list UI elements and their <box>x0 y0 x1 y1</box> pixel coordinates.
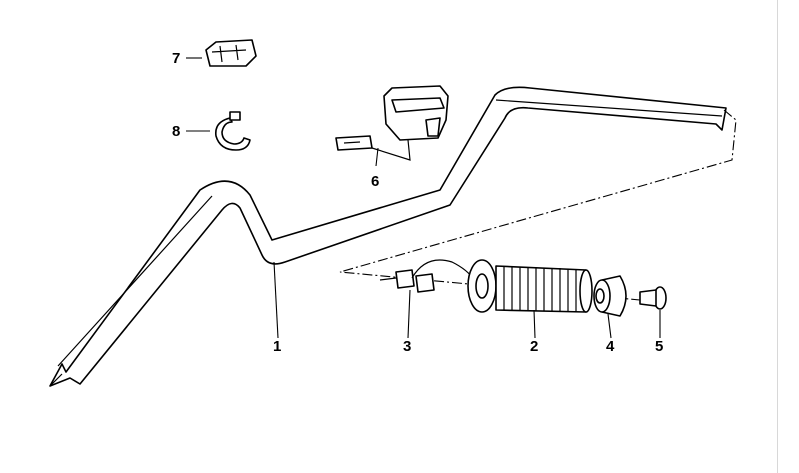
connector-plug <box>205 39 257 67</box>
assembly-axis-lines <box>339 109 737 301</box>
callout-1: 1 <box>273 338 281 355</box>
grip <box>467 259 593 313</box>
leader-4 <box>607 313 612 339</box>
leader-3 <box>407 289 411 339</box>
callout-6: 6 <box>371 173 379 190</box>
callout-2: 2 <box>530 338 538 355</box>
callout-7: 7 <box>172 50 180 67</box>
leader-2 <box>533 309 536 339</box>
leader-lines <box>186 57 661 339</box>
callout-8: 8 <box>172 123 180 140</box>
callout-labels: 7 8 6 1 3 2 4 5 <box>172 50 663 355</box>
cable-clip <box>214 111 251 151</box>
bar-end-weight <box>593 275 627 317</box>
page-border <box>777 0 778 473</box>
handlebar-tube <box>49 86 727 387</box>
callout-4: 4 <box>606 338 615 355</box>
screw <box>639 286 667 310</box>
leader-1 <box>273 261 279 339</box>
switch-assembly <box>335 85 449 161</box>
callout-5: 5 <box>655 338 663 355</box>
heating-element <box>379 259 475 293</box>
callout-3: 3 <box>403 338 411 355</box>
leader-6 <box>375 147 379 167</box>
